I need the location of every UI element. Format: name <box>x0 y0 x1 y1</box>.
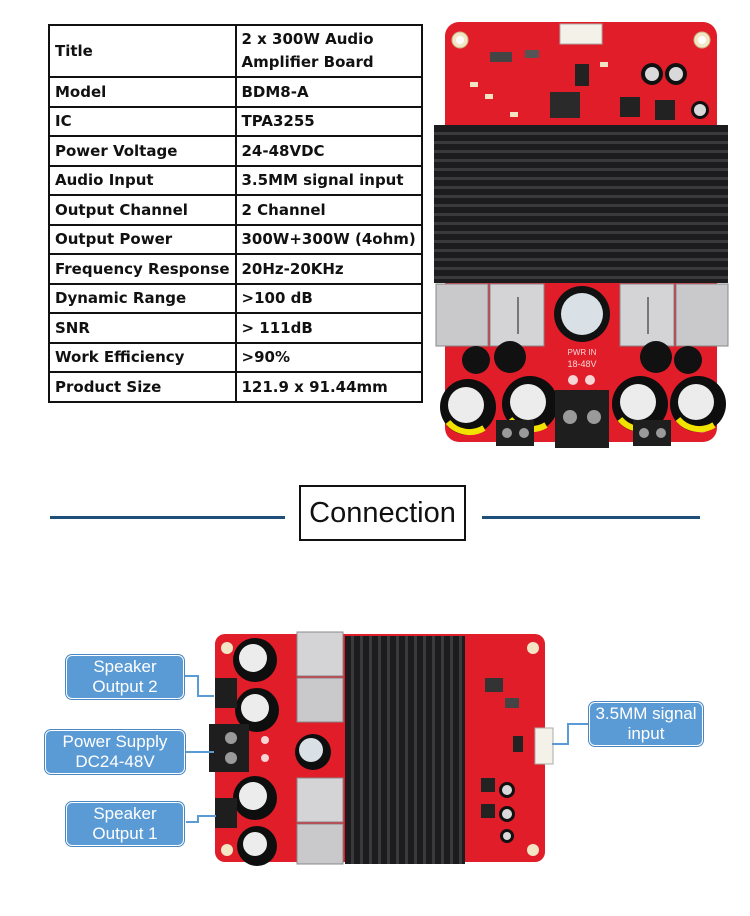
signal-connector <box>534 727 554 765</box>
spec-label: SNR <box>48 312 237 344</box>
callout-power-supply: Power Supply DC24-48V <box>45 730 185 774</box>
spec-value: 20Hz-20KHz <box>234 253 423 285</box>
terminal-blocks <box>496 390 671 448</box>
heatsink <box>345 636 465 864</box>
capacitors <box>233 638 331 866</box>
callout-speaker-output-1: Speaker Output 1 <box>66 802 184 846</box>
heatsink <box>434 125 728 283</box>
capacitors <box>440 341 726 436</box>
spec-value: BDM8-A <box>234 76 423 108</box>
power-in-marking: PWR IN <box>568 348 597 357</box>
spec-value: TPA3255 <box>234 105 423 137</box>
callout-signal-input: 3.5MM signal input <box>589 702 703 746</box>
callout-speaker-output-2: Speaker Output 2 <box>66 655 184 699</box>
spec-label: Output Channel <box>48 194 237 226</box>
spec-value: 2 x 300W Audio Amplifier Board <box>234 24 423 78</box>
spec-label: Audio Input <box>48 164 237 196</box>
spec-label: Output Power <box>48 223 237 255</box>
spec-value: 2 Channel <box>234 194 423 226</box>
amplifier-board-image-top: PWR IN 18-48V <box>434 22 729 448</box>
section-divider-right <box>482 516 700 519</box>
spec-label: Model <box>48 76 237 108</box>
amplifier-board-image-bottom <box>209 631 554 866</box>
section-divider-left <box>50 516 285 519</box>
voltage-marking: 18-48V <box>567 359 596 369</box>
spec-label: Title <box>48 24 237 78</box>
signal-connector <box>559 23 603 45</box>
spec-label: IC <box>48 105 237 137</box>
terminal-blocks <box>209 678 249 828</box>
spec-value: > 111dB <box>234 312 423 344</box>
spec-row: SNR> 111dB <box>48 312 423 344</box>
spec-label: Dynamic Range <box>48 282 237 314</box>
spec-label: Power Voltage <box>48 135 237 167</box>
spec-value: 24-48VDC <box>234 135 423 167</box>
spec-label: Product Size <box>48 371 237 403</box>
spec-value: 121.9 x 91.44mm <box>234 371 423 403</box>
spec-value: 3.5MM signal input <box>234 164 423 196</box>
spec-value: 300W+300W (4ohm) <box>234 223 423 255</box>
section-title: Connection <box>299 485 466 541</box>
